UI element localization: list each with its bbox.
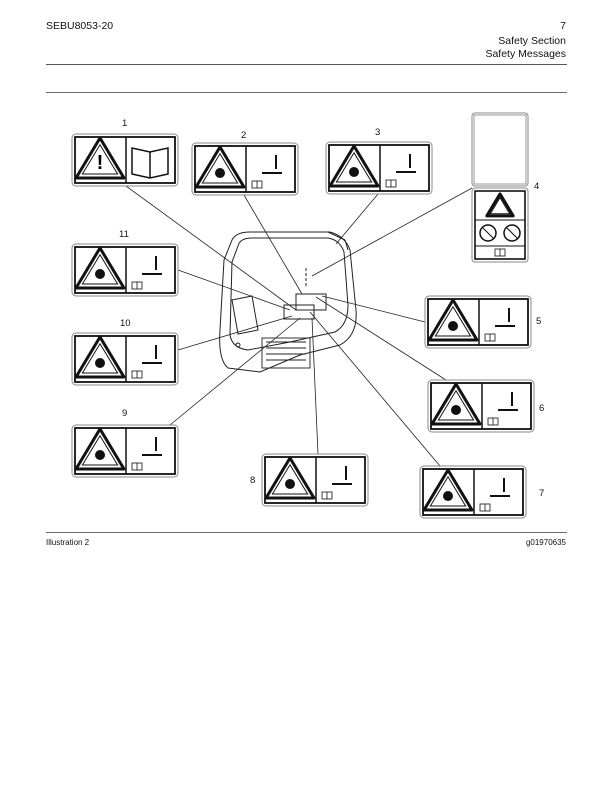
header-rule: [46, 64, 567, 65]
callout-4: 4: [534, 181, 540, 192]
leader-lines: [125, 185, 473, 467]
page-number: 7: [560, 20, 566, 32]
safety-decal-9: [71, 424, 179, 478]
subsection-title: Safety Messages: [485, 48, 566, 60]
callout-2: 2: [241, 130, 247, 141]
callout-3: 3: [375, 127, 381, 138]
callout-7: 7: [539, 488, 545, 499]
safety-decal-7: [419, 465, 527, 519]
callout-6: 6: [539, 403, 545, 414]
caption-rule: [46, 532, 567, 533]
callout-1: 1: [122, 118, 128, 129]
illustration-caption: Illustration 2: [46, 538, 90, 547]
graphic-id: g01970635: [525, 538, 566, 547]
section-rule: [46, 92, 567, 93]
svg-text:!: !: [97, 152, 104, 174]
safety-decal-4: [471, 112, 529, 263]
machine-cab-drawing: [219, 231, 357, 373]
safety-decal-10: [71, 332, 179, 386]
safety-decal-2: [191, 142, 299, 196]
safety-decal-5: [424, 295, 532, 349]
section-title: Safety Section: [498, 35, 566, 47]
safety-decal-1: !: [71, 133, 179, 187]
callout-8: 8: [250, 475, 256, 486]
callout-10: 10: [120, 318, 131, 329]
safety-decal-8: [261, 453, 369, 507]
document-id: SEBU8053-20: [46, 20, 114, 32]
safety-decal-11: [71, 243, 179, 297]
safety-decal-6: [427, 379, 535, 433]
callout-11: 11: [119, 229, 129, 240]
callout-9: 9: [122, 408, 128, 419]
callout-5: 5: [536, 316, 542, 327]
safety-decal-3: [325, 141, 433, 195]
